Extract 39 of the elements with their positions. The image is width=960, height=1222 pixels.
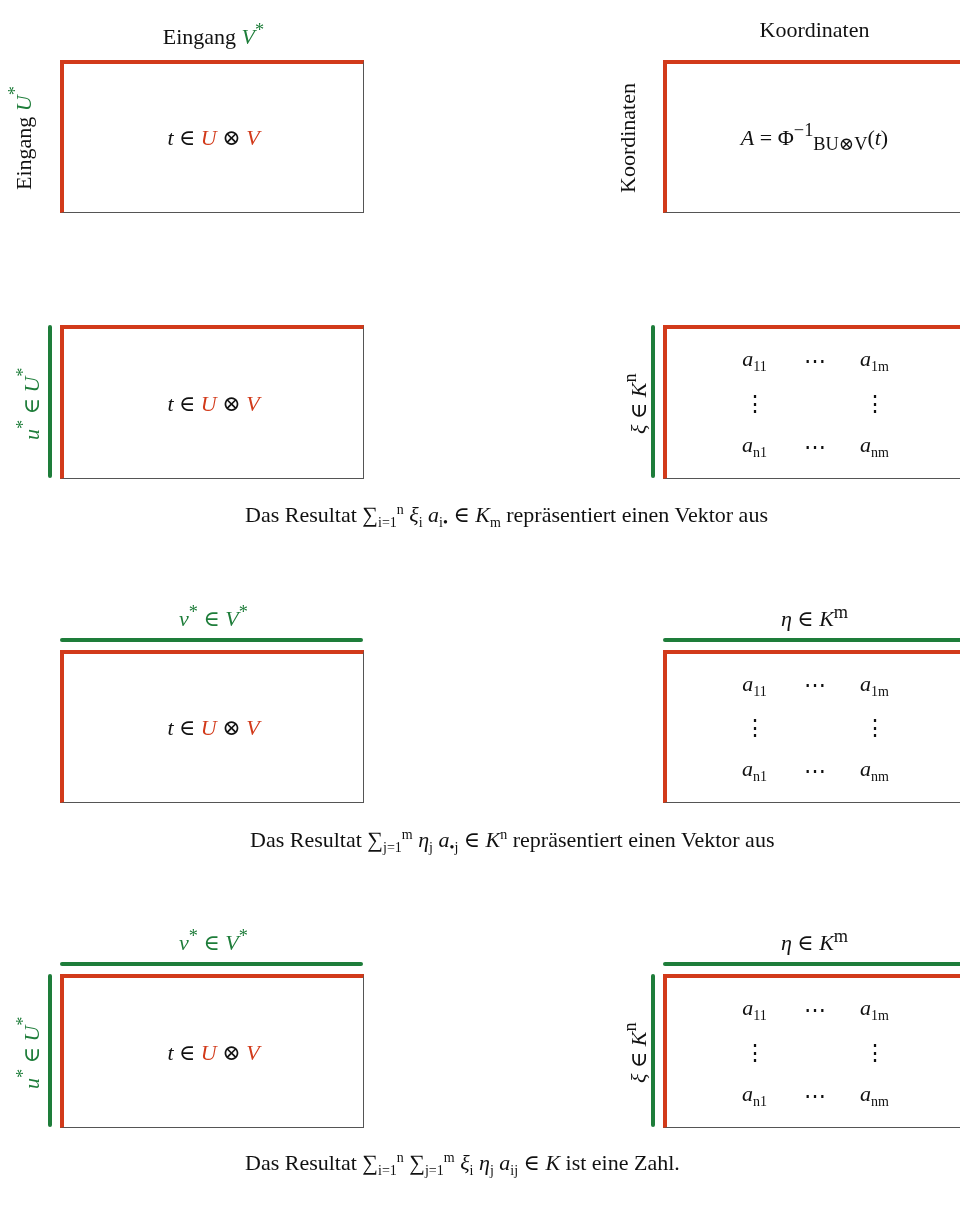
matrix-entry: ⋮ (863, 1039, 886, 1066)
formula: t ∈ U ⊗ V (167, 390, 260, 416)
vector-label: η ∈ K$^{m}$ (779, 925, 850, 958)
matrix-entry: a$_{1m}$ (860, 345, 889, 376)
matrix-entry: ⋮ (863, 390, 886, 417)
matrix-entry: a$_{1m}$ (860, 670, 889, 700)
matrix-entry: a$_{11}$ (742, 994, 767, 1025)
vector-label: v$^{*}$ ∈ V$^{*}$ (178, 925, 249, 958)
matrix-entry: a$_{n1}$ (742, 1080, 767, 1111)
matrix-entry: ⋯ (803, 347, 826, 374)
column-heading: Koordinaten (758, 16, 871, 44)
matrix-entry: a$_{nm}$ (860, 755, 889, 786)
column-heading: Eingang V$^{*}$ (161, 19, 266, 52)
matrix-entry: ⋯ (803, 433, 826, 460)
matrix-entry: ⋮ (743, 390, 766, 417)
matrix-entry: a$_{nm}$ (860, 431, 889, 462)
result-sentence: Das Resultat ∑$_{i=1}$$^{n}$ ∑$_{j=1}$$^{m}$ ξ$_{i}$ η$_{j}$ a$_{ij}$ ∈ K ist eine Zahl. (245, 1149, 680, 1181)
matrix-entry: ⋮ (743, 1039, 766, 1066)
result-sentence: Das Resultat ∑$_{j=1}$$^{m}$ η$_{j}$ a$_{•j}$ ∈ K$^{n}$ repräsentiert einen Vektor aus (250, 826, 775, 858)
vector-label: v$^{*}$ ∈ V$^{*}$ (178, 601, 249, 634)
matrix-entry: a$_{1m}$ (860, 994, 889, 1025)
matrix-entry: a$_{11}$ (742, 670, 767, 700)
matrix-entry: a$_{nm}$ (860, 1080, 889, 1111)
vector-label: η ∈ K$^{m}$ (779, 601, 850, 634)
matrix-entry: a$_{n1}$ (742, 431, 767, 462)
matrix-entry: ⋯ (803, 672, 826, 699)
matrix-entry: ⋮ (743, 715, 766, 741)
matrix-entry: ⋯ (803, 996, 826, 1023)
matrix-entry: a$_{n1}$ (742, 755, 767, 786)
formula: t ∈ U ⊗ V (167, 125, 260, 150)
matrix-entry: ⋯ (803, 757, 826, 784)
formula: t ∈ U ⊗ V (167, 715, 260, 740)
row-heading: Koordinaten (615, 83, 641, 193)
result-sentence: Das Resultat ∑$_{i=1}$$^{n}$ ξ$_{i}$ a$_{i•}$ ∈ K$_{m}$ repräsentiert einen Vektor aus (245, 501, 768, 533)
formula: t ∈ U ⊗ V (167, 1039, 260, 1065)
matrix-entry: a$_{11}$ (742, 345, 767, 376)
matrix-entry: ⋯ (803, 1082, 826, 1109)
matrix-entry: ⋮ (863, 715, 886, 741)
formula: A = Φ$^{−1}$$_{BU⊗V}$(t) (740, 124, 889, 150)
